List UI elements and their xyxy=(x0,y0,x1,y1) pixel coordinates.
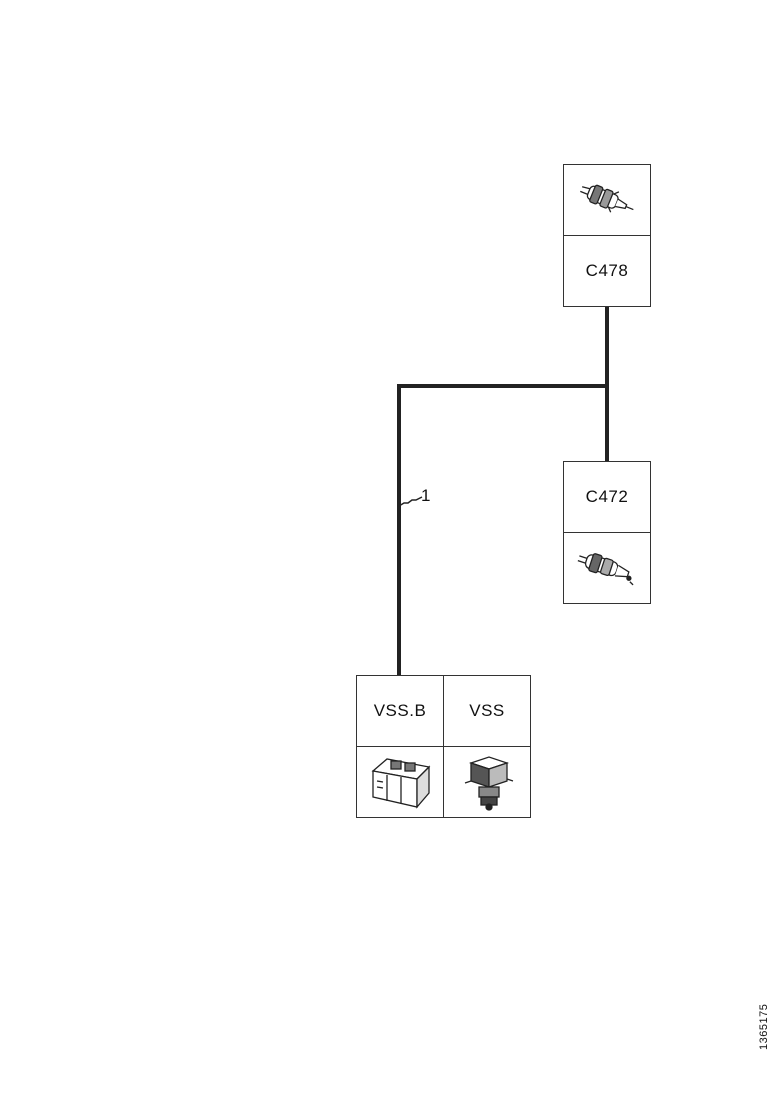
connector-vss-picture-cell xyxy=(444,747,530,818)
wire-horizontal-trunk xyxy=(397,384,609,388)
connector-c478-label-cell: C478 xyxy=(564,236,650,307)
wire-label-leader xyxy=(398,496,423,507)
connector-housing-icon xyxy=(371,758,431,809)
connector-c478[interactable]: C478 xyxy=(563,164,651,307)
connector-c478-picture-cell xyxy=(564,165,650,236)
connector-vss-label: VSS xyxy=(469,700,505,720)
wire-vss-b-vertical xyxy=(397,384,401,676)
connector-c472[interactable]: C472 xyxy=(563,461,651,604)
wire-number-label: 1 xyxy=(421,486,431,505)
inline-connector-icon xyxy=(577,552,634,586)
connector-c472-label: C472 xyxy=(585,486,629,506)
wire-c478-drop xyxy=(605,306,609,388)
connector-vss-label-cell: VSS xyxy=(444,676,530,747)
connector-vss-b-label: VSS.B xyxy=(373,700,427,720)
document-id: 1365175 xyxy=(758,1003,770,1050)
connector-c472-label-cell: C472 xyxy=(564,462,650,533)
wire-c472-drop xyxy=(605,384,609,462)
connector-vss[interactable]: VSS xyxy=(443,675,531,818)
corner-node xyxy=(397,384,401,388)
sensor-icon xyxy=(464,756,514,811)
connector-c472-picture-cell xyxy=(564,533,650,604)
junction-node xyxy=(605,384,609,388)
connector-vss-b-picture-cell xyxy=(357,747,443,818)
connector-vss-b[interactable]: VSS.B xyxy=(356,675,444,818)
connector-vss-b-label-cell: VSS.B xyxy=(357,676,443,747)
connector-c478-label: C478 xyxy=(585,260,629,280)
inline-connector-icon xyxy=(580,184,634,213)
